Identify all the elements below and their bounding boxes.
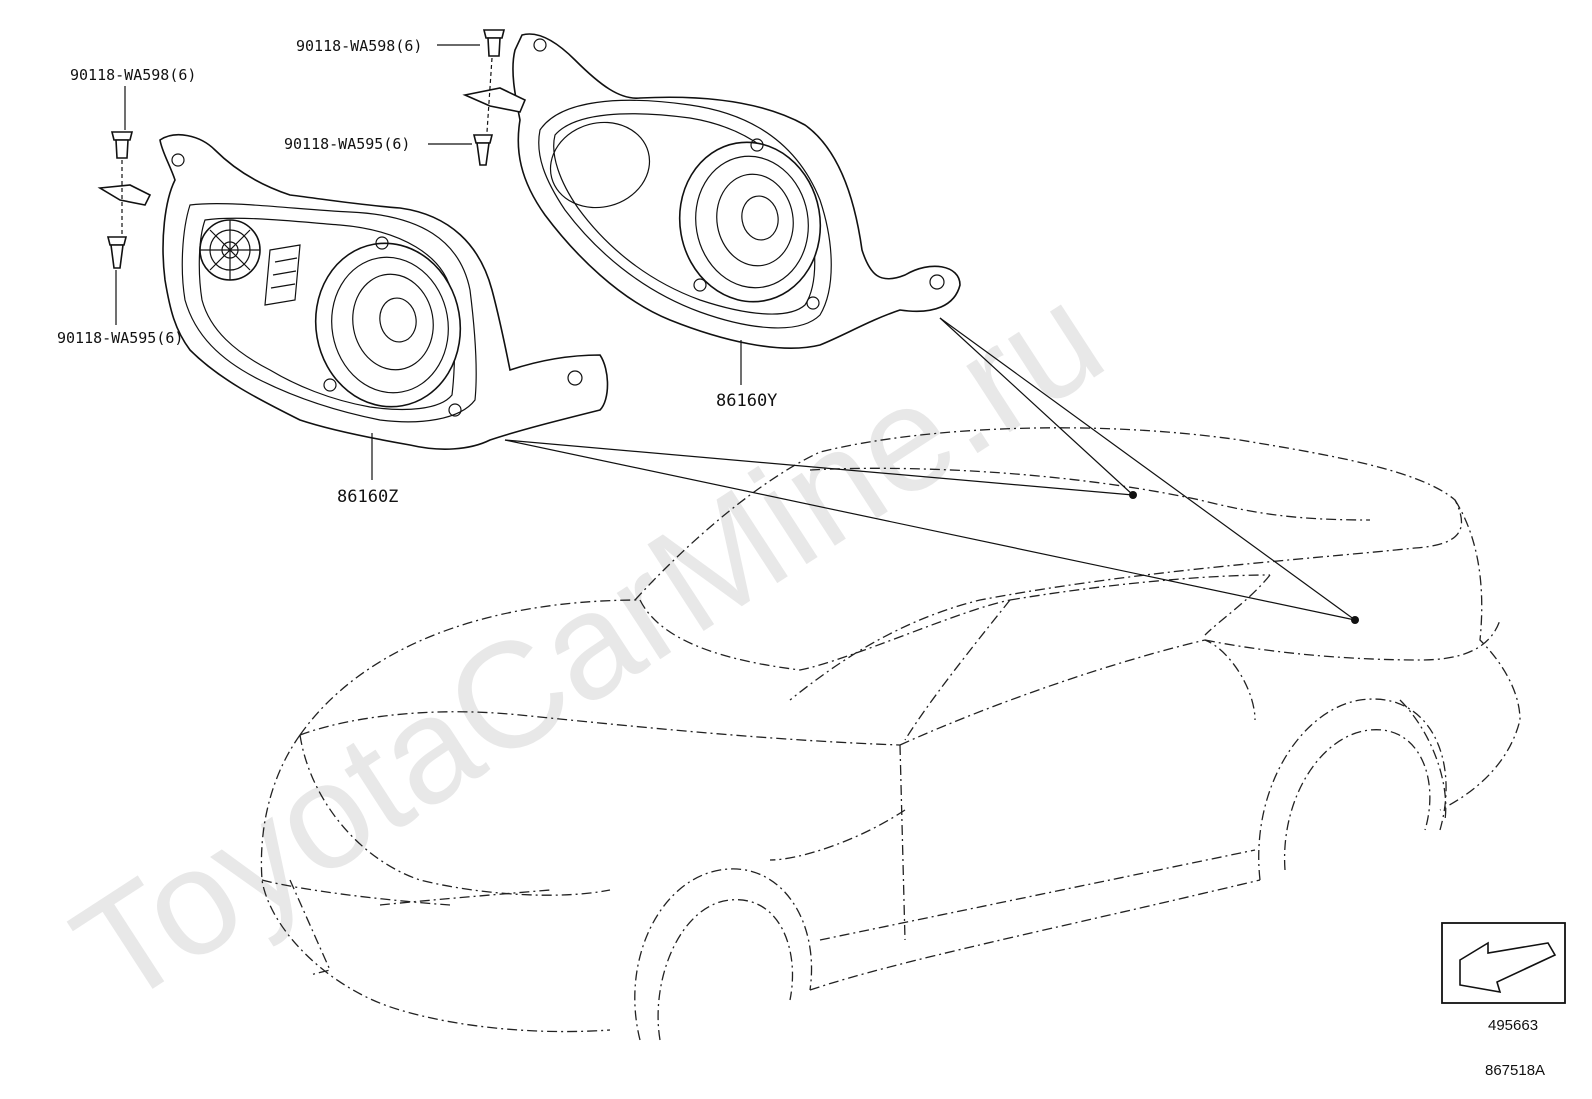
- bracket-left: [97, 184, 152, 206]
- direction-reference: 495663: [1441, 922, 1566, 1034]
- car-outline: [260, 427, 1521, 1041]
- leader-lines: [504, 317, 1359, 624]
- bolt-icon: [482, 29, 506, 57]
- diagram-code: 867518A: [1485, 1062, 1545, 1079]
- bolt-icon: [110, 131, 134, 159]
- part-label-speaker-y: 86160Y: [716, 391, 777, 411]
- part-label-bolt-left: 90118-WA598(6): [70, 66, 196, 84]
- part-label-bolt-right: 90118-WA598(6): [296, 37, 422, 55]
- clip-icon: [472, 134, 494, 166]
- part-label-speaker-z: 86160Z: [337, 487, 398, 507]
- speaker-assembly-86160y: [512, 33, 961, 349]
- speaker-assembly-86160z: [159, 134, 609, 450]
- reference-code: 495663: [1488, 1017, 1538, 1034]
- bracket-right: [462, 87, 527, 113]
- mount-point-left: [1129, 491, 1137, 499]
- mount-point-right: [1351, 616, 1359, 624]
- arrow-icon: [1459, 941, 1557, 994]
- part-label-clip-left: 90118-WA595(6): [57, 329, 183, 347]
- clip-icon: [106, 236, 128, 269]
- fasteners: [97, 29, 527, 269]
- part-label-clip-right: 90118-WA595(6): [284, 135, 410, 153]
- callouts: [115, 44, 742, 480]
